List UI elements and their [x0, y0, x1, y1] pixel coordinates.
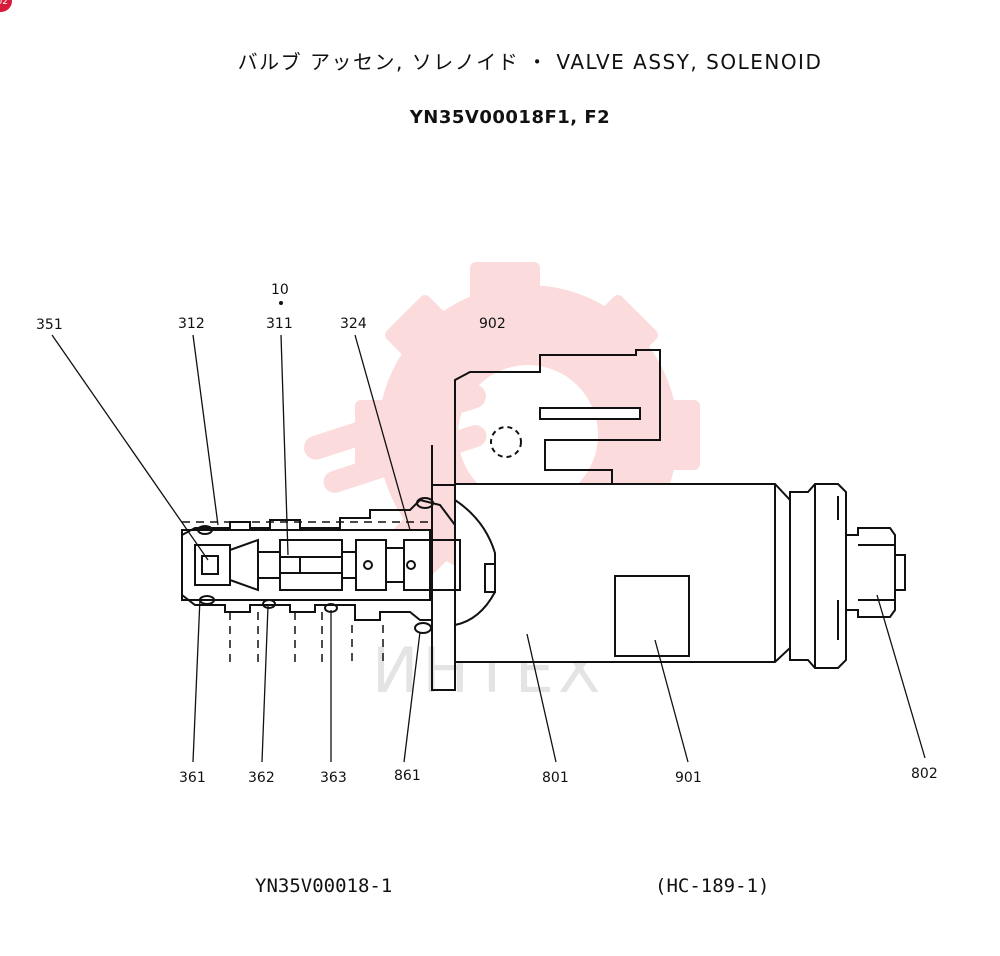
page-badge-text: 02	[0, 0, 8, 7]
callout-801: 801	[542, 770, 569, 786]
leader-lines	[51, 334, 926, 763]
callout-dot	[279, 301, 283, 305]
callout-361: 361	[179, 770, 206, 786]
callout-362: 362	[248, 770, 275, 786]
callout-802: 802	[911, 766, 938, 782]
callout-902: 902	[479, 316, 506, 332]
callout-363: 363	[320, 770, 347, 786]
callout-10: 10	[271, 282, 289, 298]
page-reference: (HC-189-1)	[655, 875, 770, 897]
model-number: YN35V00018F1, F2	[409, 107, 611, 128]
callout-861: 861	[394, 768, 421, 784]
callout-901: 901	[675, 770, 702, 786]
callout-324: 324	[340, 316, 367, 332]
callout-312: 312	[178, 316, 205, 332]
callout-311: 311	[266, 316, 293, 332]
page-title: バルブ アッセン, ソレノイド ・ VALVE ASSY, SOLENOID	[237, 50, 823, 74]
callout-351: 351	[36, 317, 63, 333]
drawing-number: YN35V00018-1	[255, 875, 393, 897]
valve-body	[181, 349, 906, 691]
callout-labels: 10 351 312 311 324 902 361 362 363 861 8…	[36, 282, 938, 786]
